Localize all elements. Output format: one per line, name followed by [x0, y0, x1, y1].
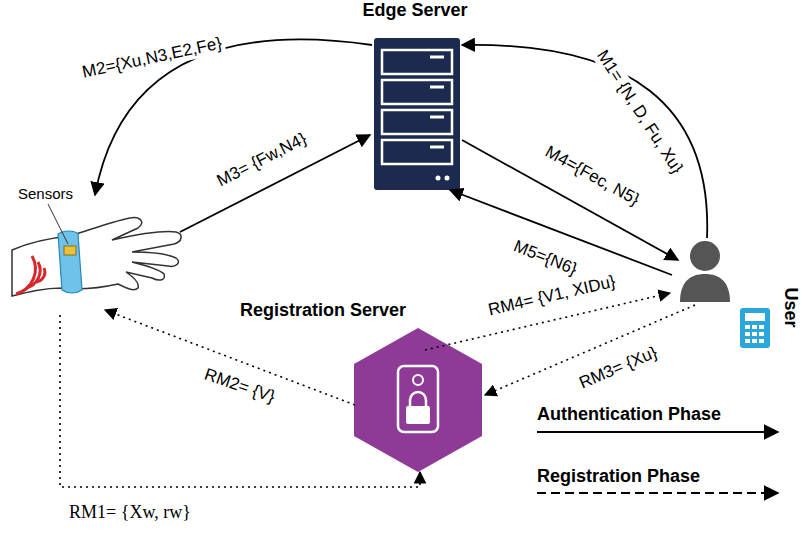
user-icon — [680, 241, 730, 302]
node-label: Registration Server — [240, 300, 406, 321]
hand-illustration — [12, 218, 181, 296]
user-node: User — [670, 235, 802, 350]
node-label: User — [780, 287, 801, 327]
message-label: RM4= {V1, XIDu} — [484, 271, 621, 321]
legend-sample-line — [537, 431, 778, 433]
message-label: M2={Xu,N3,E2,Fe} — [77, 33, 226, 83]
sensor-leader — [48, 204, 68, 244]
wearable-node: Sensors — [5, 185, 190, 315]
server-icon — [374, 38, 460, 190]
message-label: M1= {N, D, Fu, Xu} — [591, 44, 689, 180]
registration-arrow — [485, 305, 695, 395]
message-label: RM2= {V} — [199, 364, 280, 409]
wristband — [58, 231, 82, 293]
registration-node: Registration Server — [235, 298, 490, 473]
legend-text: Registration Phase — [537, 466, 700, 487]
message-label: M3= {Fw,N4} — [211, 128, 313, 193]
registration-hexagon — [354, 328, 482, 472]
phone-icon — [740, 308, 770, 348]
message-label: RM3= {Xu} — [573, 341, 662, 394]
signal-waves — [16, 256, 45, 294]
registration-arrow — [60, 315, 420, 487]
legend-text: Authentication Phase — [537, 404, 721, 425]
node-label: Sensors — [18, 185, 73, 202]
server-node: Edge Server — [350, 0, 480, 192]
message-label: M4={Fec, N5} — [539, 140, 645, 211]
legend-sample-line — [537, 492, 778, 494]
message-label: RM1= {Xw, rw} — [66, 502, 194, 522]
message-label: M5={N6} — [508, 235, 583, 281]
authentication-arrow — [462, 140, 678, 260]
node-label: Edge Server — [362, 0, 467, 21]
